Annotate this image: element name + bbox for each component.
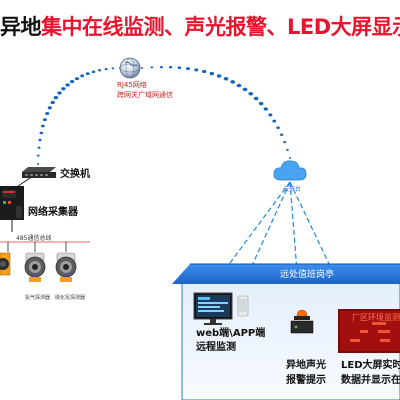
arc-dot [150,66,154,69]
duty-room-label: 远处值班岗亭 [280,270,335,280]
arc-dot [236,83,242,88]
arc-dot [286,148,289,151]
arc-dot [47,106,52,110]
phone-icon [237,295,249,317]
arc-dot [111,67,115,70]
collector-label: 网络采集器 [28,207,78,218]
left-dotted-arc [36,67,122,165]
arc-dot [50,100,55,105]
arc-dot [272,119,277,123]
led-screen-text: 厂区环境监测 [352,313,400,322]
arc-dot [80,74,85,78]
bus-line [0,241,90,252]
arc-dot [177,66,182,70]
arc-dot [216,74,222,78]
arc-dot [74,77,80,81]
led-screen [338,309,400,353]
arc-dot [37,146,41,149]
arc-dot [268,113,273,117]
arc-dot [140,67,144,69]
alarm-label-line1: 异地声光 [286,360,326,371]
arc-dot [53,95,59,100]
arc-dot [39,131,44,135]
arc-dot [104,67,108,71]
detector-2-icon [24,252,46,282]
alarm-icon [290,309,314,334]
collector-icon [0,186,24,220]
arc-dot [276,126,280,130]
arc-dot [91,70,96,74]
detector-1-icon [0,252,11,276]
cloud-icon [273,160,307,181]
arc-dot [248,92,254,96]
arc-dot [38,138,42,142]
arc-dot [168,65,173,69]
arc-dot [223,77,229,81]
arc-dot [253,96,259,101]
arc-dot [194,68,199,72]
internet-label-line2: 跨网关广域网通信 [117,91,173,99]
detector-3-icon [55,252,77,282]
switch-icon [22,167,56,178]
arc-dot [279,133,284,136]
arc-dot [186,67,190,71]
arc-dot [230,80,236,84]
switch-label: 交换机 [60,169,90,180]
arc-dot [45,111,50,116]
right-dotted-arc [140,65,292,159]
title-main: 集中在线监测、声光报警、LED大屏显示 [41,15,400,39]
bus-label: 485通信总线 [16,235,52,242]
web-app-label-line1: web端\APP端 [196,328,266,339]
detector-3-label: 硫化氢探测器 [55,295,86,301]
arc-dot [97,69,102,72]
arc-dot [242,87,248,92]
arc-dot [42,118,47,122]
arc-dot [61,87,66,91]
arc-dot [258,101,264,106]
monitor-icon [193,292,233,325]
arc-dot [159,65,163,69]
arc-dot [36,154,40,157]
arc-dot [85,72,90,76]
alarm-label-line2: 报警提示 [286,375,326,386]
wiring [11,177,31,232]
arc-dot [209,71,215,76]
arc-dot [36,163,40,165]
arc-dot [65,83,70,87]
arc-dot [41,124,45,128]
cloud-label: 云平台 [283,186,302,193]
arc-dot [263,107,268,111]
globe-icon [119,57,141,79]
web-app-label-line2: 远程监测 [196,342,236,353]
arc-dot [288,157,292,159]
page-title: 异地集中在线监测、声光报警、LED大屏显示 [0,12,400,42]
led-label-line2: 数据并显示在 [341,375,400,386]
title-prefix: 异地 [0,15,42,39]
arc-dot [283,140,287,144]
internet-label-line1: RJ45网络 [117,81,147,89]
arc-dot [202,69,207,74]
detector-2-label: 氨气探测器 [25,295,51,301]
arc-dot [69,80,75,84]
arc-dot [57,91,62,95]
